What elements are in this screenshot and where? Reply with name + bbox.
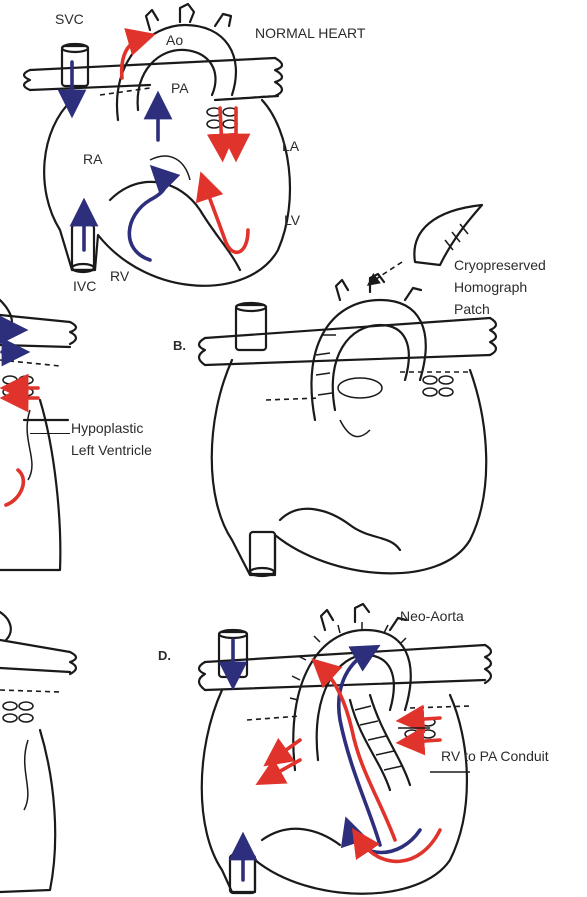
- hypoplastic-leader-line: [30, 433, 70, 434]
- panel-d-label: D.: [158, 647, 171, 665]
- label-left-ventricle: Left Ventricle: [71, 441, 152, 459]
- panel-b-label: B.: [173, 337, 186, 355]
- diagram-title: NORMAL HEART: [255, 24, 365, 42]
- label-lv: LV: [284, 211, 300, 229]
- label-rv: RV: [110, 267, 129, 285]
- label-ra: RA: [83, 150, 102, 168]
- label-pa: PA: [171, 79, 189, 97]
- label-la: LA: [282, 137, 299, 155]
- label-cryopreserved: Cryopreserved: [454, 256, 546, 274]
- label-rv-pa-conduit: RV to PA Conduit: [441, 747, 549, 765]
- label-homograph: Homograph: [454, 278, 527, 296]
- label-hypoplastic: Hypoplastic: [71, 419, 143, 437]
- panel-c-drawing: [0, 612, 76, 892]
- panel-b-drawing: [199, 205, 496, 576]
- label-neo-aorta: Neo-Aorta: [400, 607, 464, 625]
- hypoplastic-heart-drawing: [0, 300, 76, 570]
- label-svc: SVC: [55, 10, 84, 28]
- label-ao: Ao: [166, 31, 183, 49]
- label-ivc: IVC: [73, 277, 96, 295]
- label-patch: Patch: [454, 300, 490, 318]
- normal-heart-drawing: [24, 4, 290, 286]
